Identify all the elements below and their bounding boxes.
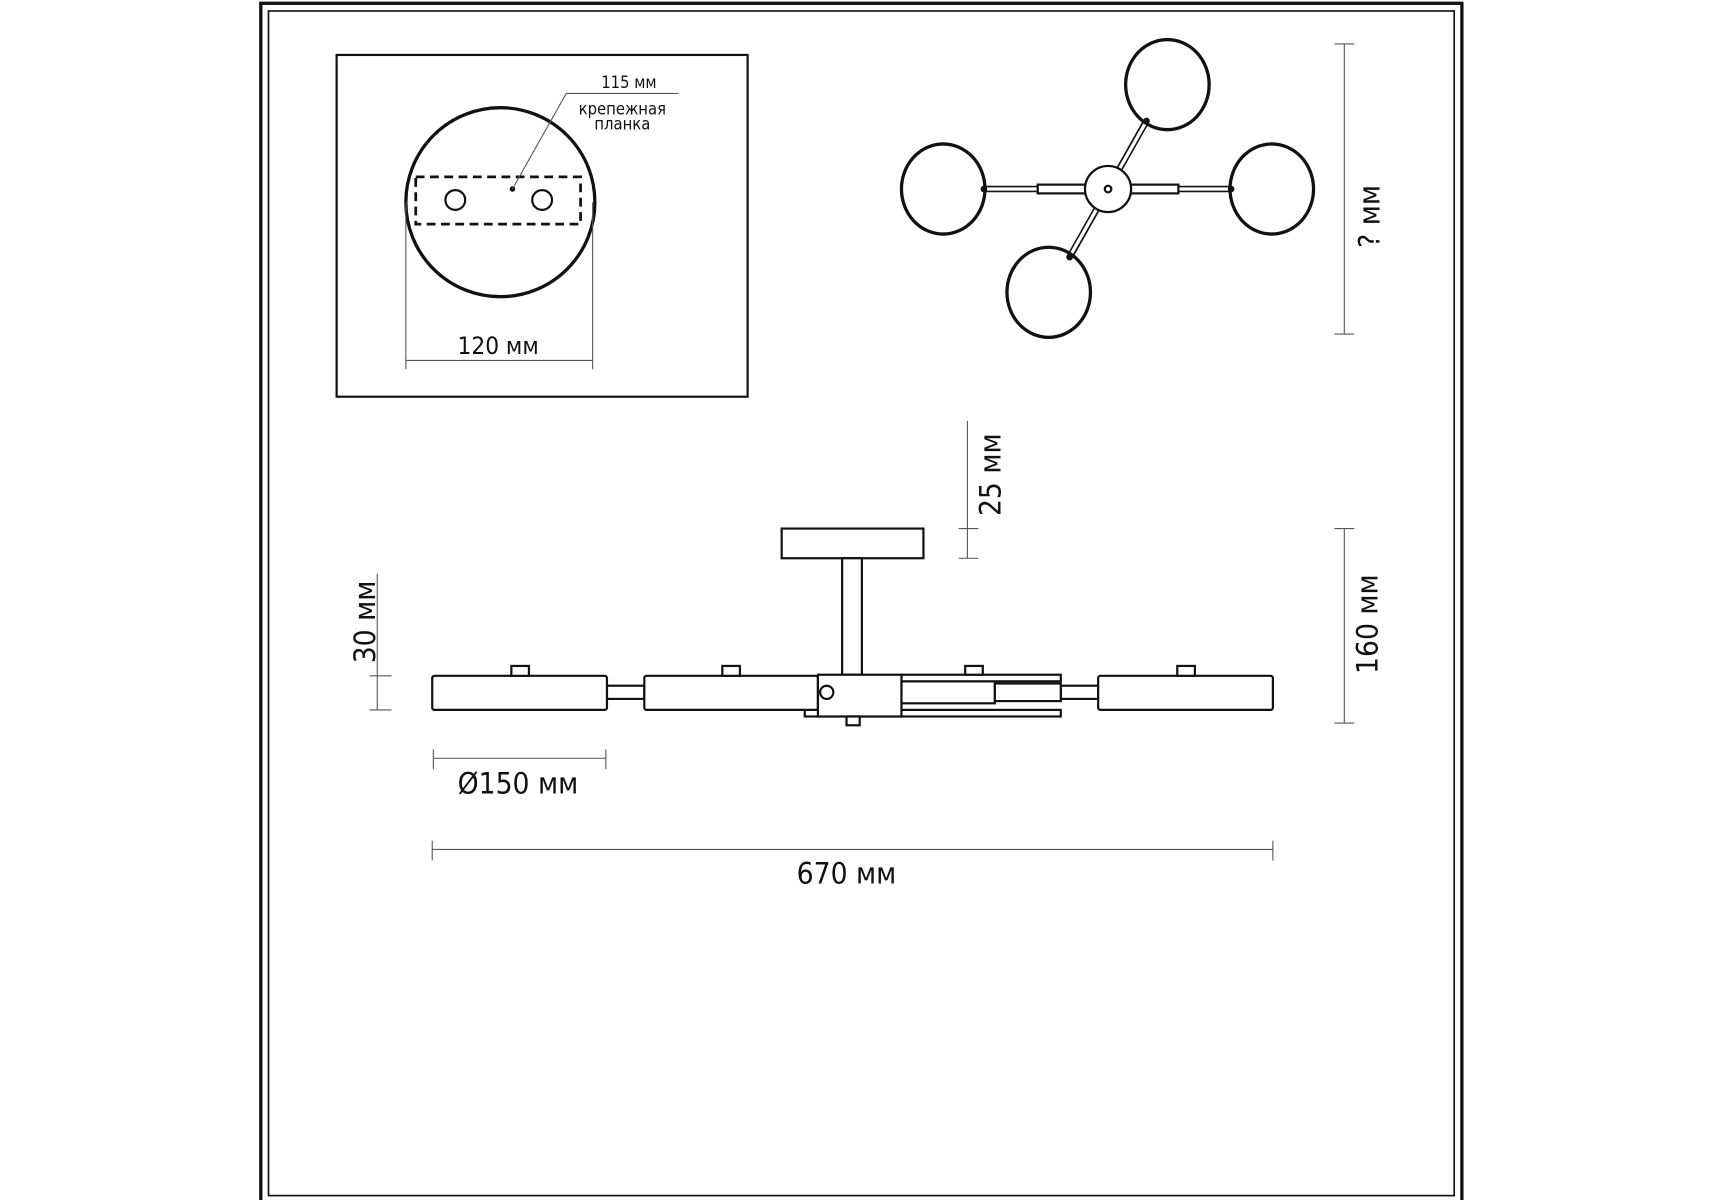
plate-circle: [404, 106, 597, 299]
screw-hole-right: [531, 189, 554, 211]
outer-frame: [259, 1, 1464, 1200]
leader-line: [511, 92, 679, 190]
shade-4: [1097, 674, 1274, 711]
mount-plate-inset: 115 мм крепежная планка 120 мм: [335, 53, 749, 398]
stem: [841, 557, 863, 676]
canopy-height-label: 25 мм: [972, 433, 1007, 516]
total-height-label: 160 мм: [1349, 574, 1384, 674]
shade-diameter-label: Ø150 мм: [458, 765, 579, 800]
ring-right: [1228, 142, 1316, 236]
inset-box: [335, 53, 749, 398]
inner-frame: [267, 10, 1456, 1197]
plate-diameter-label: 120 мм: [458, 332, 539, 360]
bar-label-line1: крепежная: [579, 99, 666, 118]
mounting-bar: [414, 175, 582, 226]
shade-height-label: 30 мм: [347, 581, 382, 664]
screw-hole-left: [444, 189, 467, 211]
side-view: 25 мм 160 мм 30 мм Ø150 мм 670 мм: [347, 420, 1384, 891]
top-view-height-label: ? мм: [1351, 185, 1386, 248]
bar-width-label: 115 мм: [601, 73, 656, 92]
shade-2: [643, 674, 820, 711]
shade-1: [431, 674, 609, 711]
top-view: ? мм: [899, 37, 1386, 340]
ring-top: [1123, 37, 1211, 132]
bar-label-line2: планка: [594, 115, 650, 134]
ring-bottom: [1005, 245, 1093, 340]
ring-left: [899, 142, 987, 236]
center-hub: [1083, 164, 1133, 214]
total-width-label: 670 мм: [797, 856, 897, 891]
canopy: [780, 527, 925, 560]
